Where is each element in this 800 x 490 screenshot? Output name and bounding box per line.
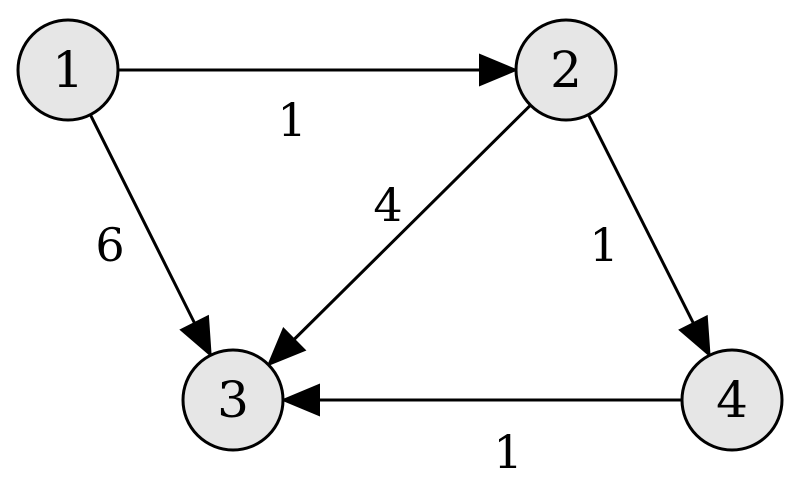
node-label-4: 4 (716, 371, 748, 429)
node-label-1: 1 (52, 41, 84, 99)
node-4: 4 (680, 348, 784, 452)
edge-2-3: 4 (266, 104, 532, 367)
edge-1-3: 6 (89, 114, 212, 358)
node-3: 3 (181, 348, 285, 452)
node-label-2: 2 (550, 41, 582, 99)
edge-2-4: 1 (587, 113, 711, 358)
arrowhead-icon (678, 314, 711, 358)
edge-1-2: 1 (118, 53, 519, 147)
node-circle-2 (514, 18, 618, 122)
arrowhead-icon (179, 314, 212, 358)
node-label-3: 3 (217, 371, 249, 429)
edge-weight-label-2-3: 4 (373, 178, 402, 232)
edge-weight-label-4-3: 1 (493, 425, 522, 479)
edge-line-2-3 (291, 104, 532, 342)
node-circle-1 (16, 18, 120, 122)
node-circle-4 (680, 348, 784, 452)
edge-line-1-3 (89, 114, 197, 326)
node-1: 1 (16, 18, 120, 122)
node-2: 2 (514, 18, 618, 122)
arrowhead-icon (479, 53, 519, 87)
edges-layer: 1 6 4 1 1 (89, 53, 711, 479)
arrowhead-icon (280, 383, 320, 417)
edge-weight-label-2-4: 1 (589, 218, 618, 272)
edge-weight-label-1-3: 6 (95, 218, 124, 272)
edge-line-2-4 (587, 113, 696, 326)
nodes-layer: 1 2 3 4 (16, 18, 784, 452)
arrowhead-icon (266, 327, 307, 367)
edge-weight-label-1-2: 1 (277, 93, 306, 147)
node-circle-3 (181, 348, 285, 452)
edge-4-3: 1 (280, 383, 682, 479)
